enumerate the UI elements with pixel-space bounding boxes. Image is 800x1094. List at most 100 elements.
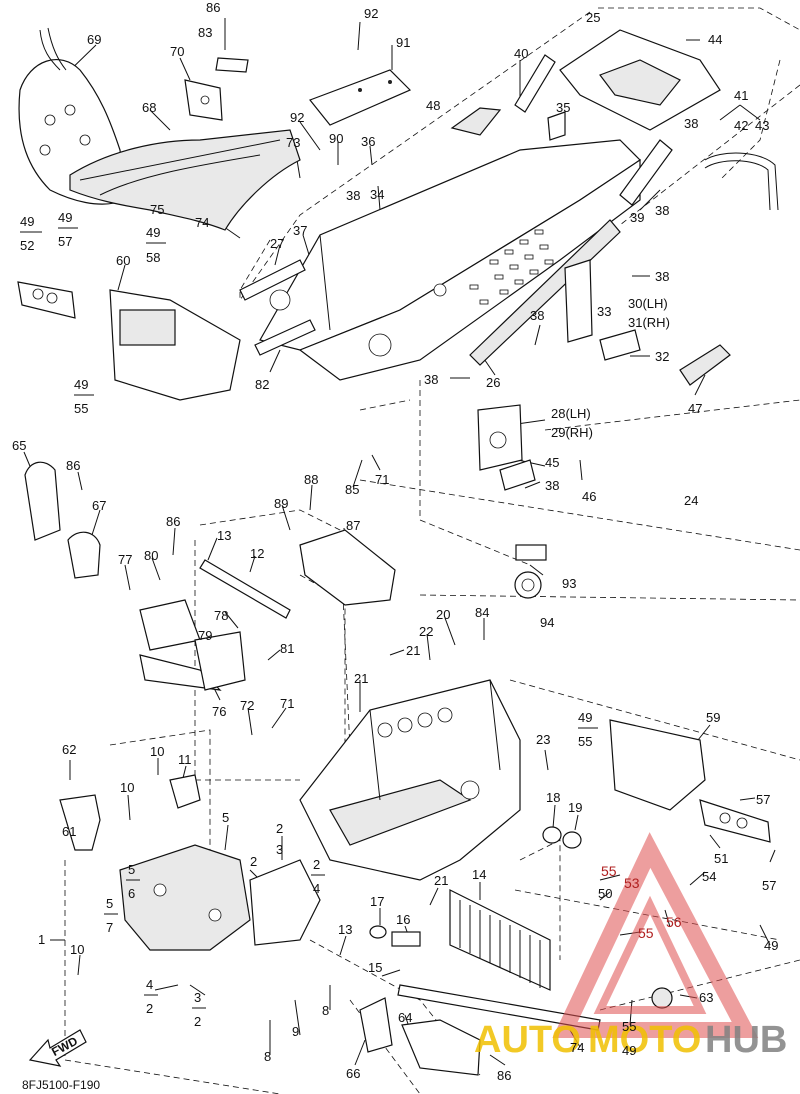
callout: 65 <box>12 438 26 453</box>
callout: 32 <box>655 349 669 364</box>
callout: 20 <box>436 607 450 622</box>
callout: 7 <box>106 920 113 935</box>
callout: 55 <box>74 401 88 416</box>
callout: 64 <box>398 1010 412 1025</box>
callout: 8 <box>264 1049 271 1064</box>
radiator-fins <box>459 900 541 988</box>
callout: 23 <box>536 732 550 747</box>
callout: 89 <box>274 496 288 511</box>
callout: 49 <box>578 710 592 725</box>
callout: 73 <box>286 135 300 150</box>
leader-lines <box>23 18 776 1066</box>
forward-arrow: FWD <box>28 1029 87 1067</box>
callout: 16 <box>396 912 410 927</box>
callout: 38 <box>545 478 559 493</box>
automotohub-watermark <box>552 832 759 1038</box>
callout: 92 <box>364 6 378 21</box>
callout: 28(LH) <box>551 406 591 421</box>
callout: 11 <box>178 752 192 767</box>
callout: 61 <box>62 824 76 839</box>
callout: 36 <box>361 134 375 149</box>
callout: 80 <box>144 548 158 563</box>
callout: 60 <box>116 253 130 268</box>
callout: 78 <box>214 608 228 623</box>
callout: 10 <box>150 744 164 759</box>
callout: 46 <box>582 489 596 504</box>
callout: 55 <box>578 734 592 749</box>
callout: 43 <box>755 118 769 133</box>
callout: 3 <box>194 990 201 1005</box>
callout: 52 <box>20 238 34 253</box>
callout: 21 <box>434 873 448 888</box>
callout: 2 <box>194 1014 201 1029</box>
callout: 74 <box>570 1040 584 1055</box>
callout: 29(RH) <box>551 425 593 440</box>
callout: 74 <box>195 215 209 230</box>
callout: 2 <box>313 857 320 872</box>
callout-labels: 86 92 91 25 44 69 83 70 40 48 35 41 42 4… <box>12 0 778 1083</box>
callout: 87 <box>346 518 360 533</box>
callout: 94 <box>540 615 554 630</box>
callout: 5 <box>222 810 229 825</box>
callout: 13 <box>338 922 352 937</box>
callout: 13 <box>217 528 231 543</box>
callout: 17 <box>370 894 384 909</box>
callout: 49 <box>146 225 160 240</box>
callout: 81 <box>280 641 294 656</box>
callout: 38 <box>655 269 669 284</box>
callout: 49 <box>74 377 88 392</box>
diagram-code: 8FJ5100-F190 <box>22 1078 100 1092</box>
callout: 86 <box>66 458 80 473</box>
callout: 9 <box>292 1024 299 1039</box>
callout: 14 <box>472 867 486 882</box>
callout: 71 <box>280 696 294 711</box>
callout: 15 <box>368 960 382 975</box>
callout: 69 <box>87 32 101 47</box>
callout: 24 <box>684 493 698 508</box>
callout: 38 <box>530 308 544 323</box>
callout: 10 <box>70 942 84 957</box>
callout: 3 <box>276 842 283 857</box>
callout: 34 <box>370 187 384 202</box>
callout: 8 <box>322 1003 329 1018</box>
callout: 62 <box>62 742 76 757</box>
callout: 19 <box>568 800 582 815</box>
callout: 72 <box>240 698 254 713</box>
callout: 26 <box>486 375 500 390</box>
callout: 48 <box>426 98 440 113</box>
callout: 55 <box>622 1019 636 1034</box>
callout: 58 <box>146 250 160 265</box>
callout: 2 <box>250 854 257 869</box>
watermark-hub: HUB <box>705 1019 787 1061</box>
callout: 31(RH) <box>628 315 670 330</box>
callout: 79 <box>198 628 212 643</box>
callout: 57 <box>762 878 776 893</box>
callout: 57 <box>58 234 72 249</box>
callout: 25 <box>586 10 600 25</box>
tunnel-vent-holes <box>469 229 554 305</box>
callout: 1 <box>38 932 45 947</box>
watermark-auto: AUTO <box>474 1019 581 1061</box>
callout: 51 <box>714 851 728 866</box>
mid-section-parts <box>24 461 547 691</box>
callout: 38 <box>684 116 698 131</box>
callout: 27 <box>270 236 284 251</box>
callout: 44 <box>708 32 722 47</box>
callout: 33 <box>597 304 611 319</box>
watermark-moto: MOTO <box>588 1019 701 1061</box>
callout: 56 <box>666 914 682 930</box>
callout: 10 <box>120 780 134 795</box>
callout: 49 <box>20 214 34 229</box>
callout: 5 <box>128 862 135 877</box>
callout: 85 <box>345 482 359 497</box>
callout: 93 <box>562 576 576 591</box>
callout: 50 <box>598 886 612 901</box>
callout: 49 <box>764 938 778 953</box>
callout: 86 <box>206 0 220 15</box>
callout: 35 <box>556 100 570 115</box>
callout: 91 <box>396 35 410 50</box>
callout: 86 <box>166 514 180 529</box>
callout: 53 <box>624 875 640 891</box>
callout: 30(LH) <box>628 296 668 311</box>
